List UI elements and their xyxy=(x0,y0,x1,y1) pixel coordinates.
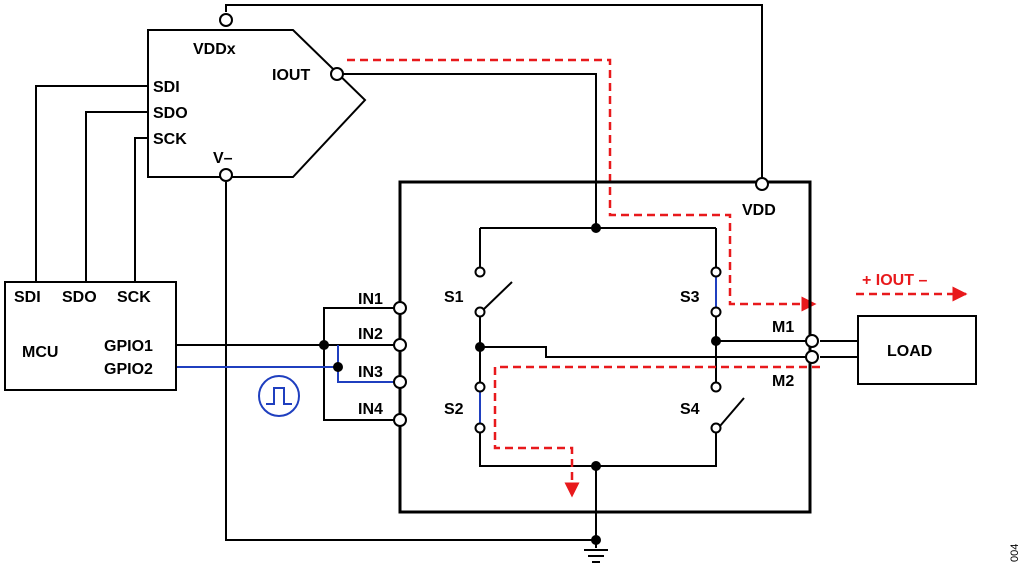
iout-direction-label: + IOUT – xyxy=(862,272,927,289)
dac-vminus-label: V– xyxy=(213,150,233,167)
in2-label: IN2 xyxy=(358,326,383,343)
pulse-waveform-icon xyxy=(258,375,300,417)
figure-number: 004 xyxy=(1009,544,1021,562)
mcu-block: SDI SDO SCK MCU GPIO1 GPIO2 xyxy=(4,281,177,391)
dac-sck-label: SCK xyxy=(153,131,187,148)
in4-label: IN4 xyxy=(358,401,383,418)
active-signal-wires xyxy=(176,276,717,424)
terminal-pins xyxy=(219,13,819,434)
dac-block: VDDx IOUT SDI SDO SCK V– xyxy=(147,29,367,178)
switch-ic-block: VDD IN1 IN2 IN3 IN4 S1 S2 S3 S4 M1 M2 xyxy=(358,180,812,514)
mcu-sck-label: SCK xyxy=(117,289,151,306)
junction-dots xyxy=(319,223,721,545)
load-block: LOAD + IOUT – xyxy=(857,272,977,385)
dac-vddx-label: VDDx xyxy=(193,41,236,58)
current-path xyxy=(347,58,968,498)
vdd-label: VDD xyxy=(742,202,776,219)
mcu-sdi-label: SDI xyxy=(14,289,41,306)
s2-label: S2 xyxy=(444,401,464,418)
mcu-gpio2-label: GPIO2 xyxy=(104,361,153,378)
mcu-gpio1-label: GPIO1 xyxy=(104,338,153,355)
mcu-name: MCU xyxy=(22,344,58,361)
s3-label: S3 xyxy=(680,289,700,306)
ground-icon xyxy=(584,549,608,563)
m1-label: M1 xyxy=(772,319,794,336)
m2-label: M2 xyxy=(772,373,794,390)
dac-sdi-label: SDI xyxy=(153,79,180,96)
s4-label: S4 xyxy=(680,401,700,418)
mcu-sdo-label: SDO xyxy=(62,289,97,306)
s1-label: S1 xyxy=(444,289,464,306)
in3-label: IN3 xyxy=(358,364,383,381)
in1-label: IN1 xyxy=(358,291,383,308)
load-label: LOAD xyxy=(887,343,932,360)
dac-iout-label: IOUT xyxy=(272,67,310,84)
dac-sdo-label: SDO xyxy=(153,105,188,122)
